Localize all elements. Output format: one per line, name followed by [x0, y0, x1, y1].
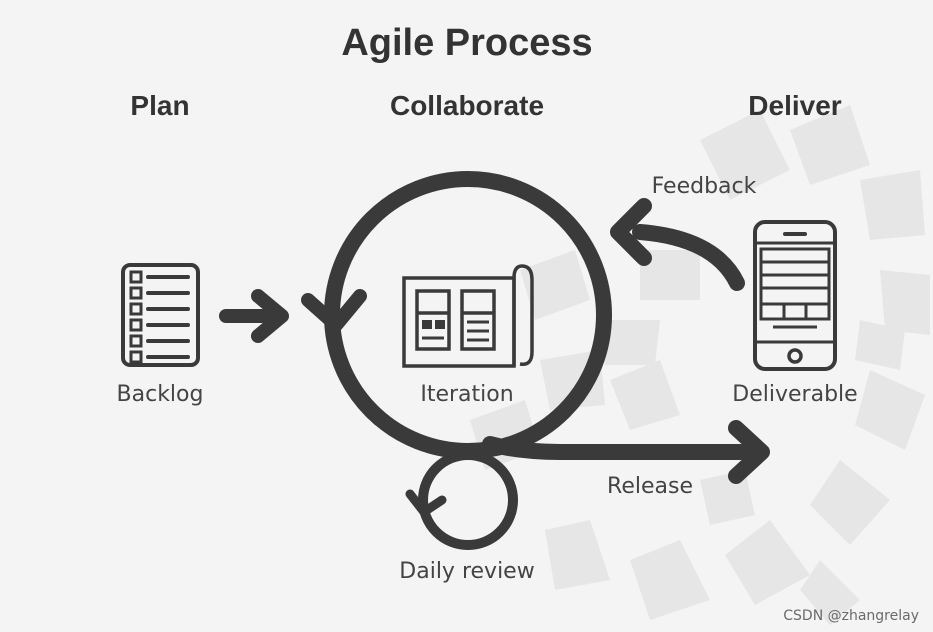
deliverable-phone-icon [753, 220, 837, 371]
feedback-arrow [610, 198, 745, 291]
backlog-icon [121, 263, 200, 367]
plan-to-iteration-arrow [219, 289, 289, 343]
daily-review-label: Daily review [399, 559, 535, 584]
release-label: Release [607, 474, 693, 499]
backlog-label: Backlog [116, 382, 204, 407]
iteration-icon [402, 264, 534, 368]
iteration-loop-arrowhead [301, 289, 367, 332]
column-heading-collaborate: Collaborate [389, 90, 545, 121]
feedback-label: Feedback [651, 174, 757, 199]
background-swirl-decoration [470, 105, 930, 625]
iteration-loop [301, 171, 612, 459]
watermark-text: CSDN @zhangrelay [783, 608, 919, 624]
column-heading-plan: Plan [130, 90, 190, 121]
column-heading-deliver: Deliver [748, 90, 842, 121]
diagram-title: Agile Process [341, 22, 593, 64]
deliverable-label: Deliverable [732, 382, 858, 407]
iteration-label: Iteration [420, 382, 514, 407]
daily-review-loop [405, 450, 518, 550]
release-arrow [482, 420, 770, 484]
